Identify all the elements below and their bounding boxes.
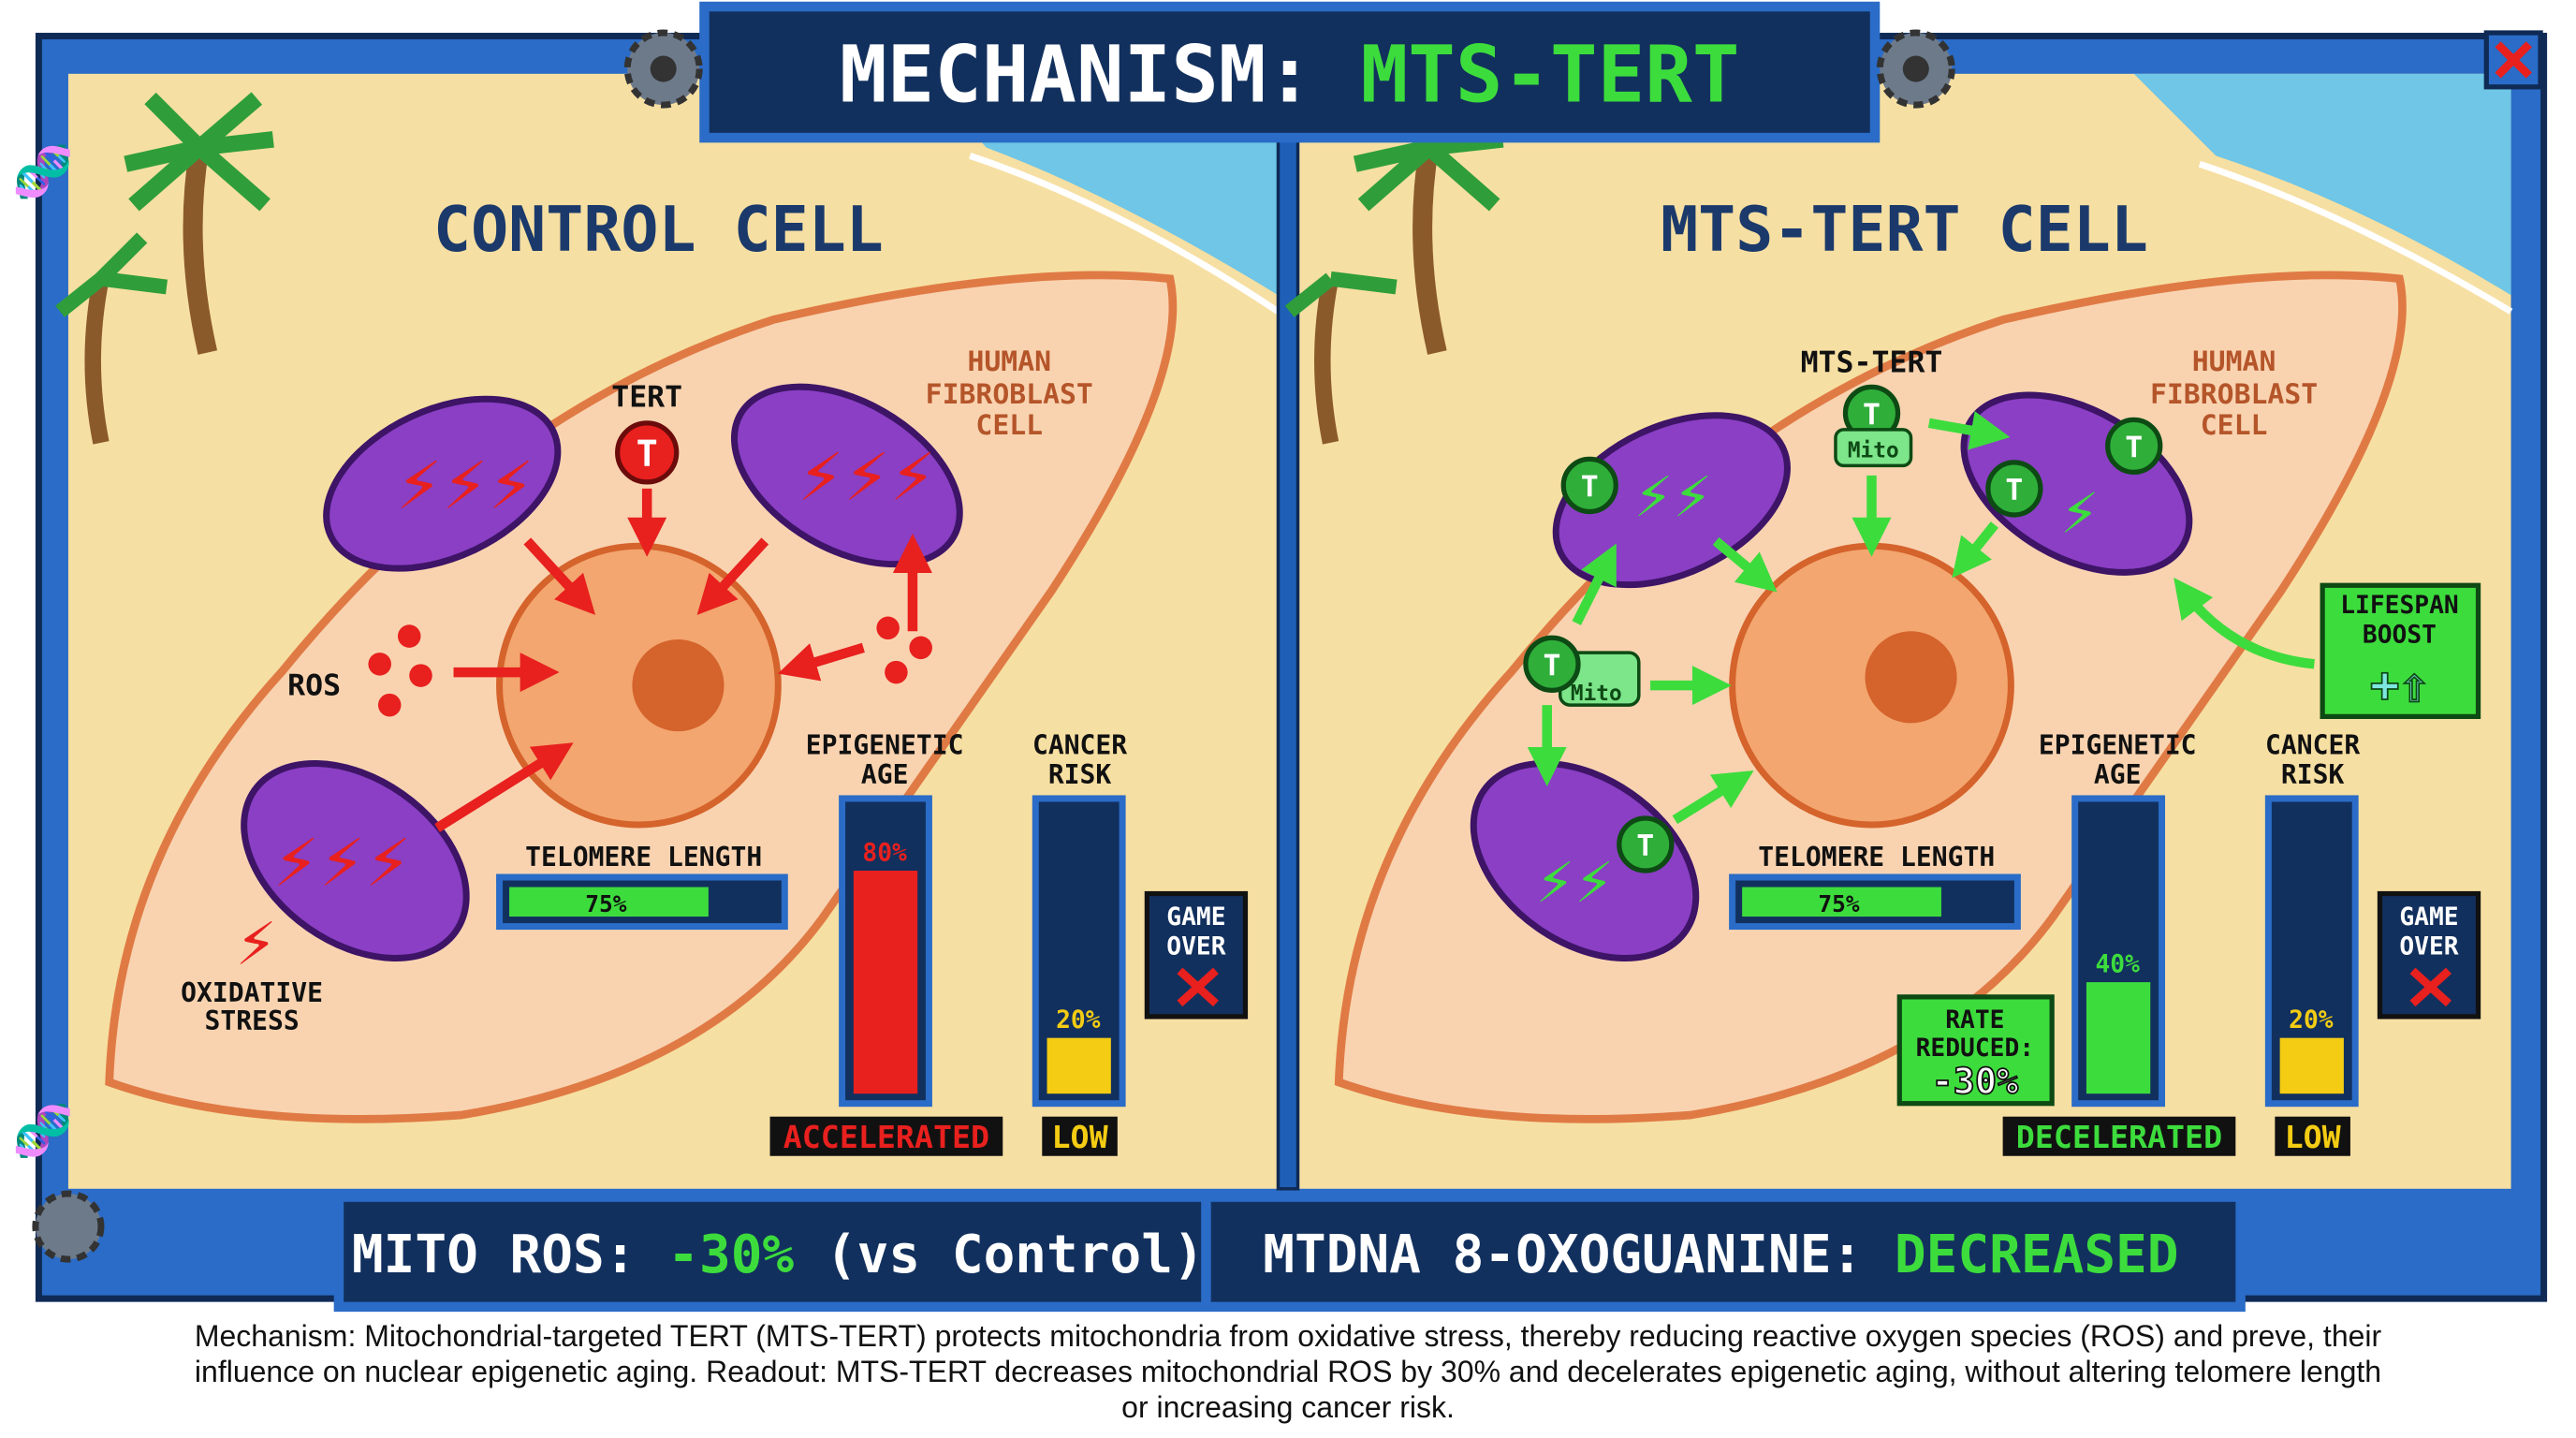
tert-badge-icons: T T T T T Mito Mito T: [1523, 384, 2163, 873]
oxoguanine-readout: MTDNA 8-OXOGUANINE: DECREASED: [1263, 1225, 2178, 1285]
nucleus: [496, 542, 782, 829]
palm-tree-icon: [55, 92, 274, 445]
close-icon[interactable]: [2483, 30, 2543, 90]
tert-badge: [615, 420, 680, 485]
epigenetic-label: EPIGENETIC: [2039, 730, 2197, 761]
epigenetic-label: AGE: [2094, 759, 2142, 790]
title-banner: [699, 1, 1881, 143]
panel-title: MTS-TERT CELL: [1661, 193, 2148, 266]
game-over-label: OVER: [1166, 932, 1225, 961]
cancer-label: RISK: [1048, 759, 1112, 790]
svg-text:T: T: [1543, 650, 1560, 683]
x-icon: [1177, 967, 1219, 1007]
gear-icon: [1876, 29, 1955, 109]
svg-text:Mito: Mito: [1571, 682, 1622, 706]
dna-icon: 🧬: [12, 1101, 73, 1161]
tert-arrows: [1527, 411, 2315, 825]
game-over-label: OVER: [2399, 932, 2458, 961]
svg-text:T: T: [2005, 474, 2023, 507]
mitochondrion-protected: ⚡⚡: [1552, 412, 1791, 589]
mitochondrion-protected: ⚡⚡: [1470, 759, 1700, 962]
epigenetic-label: EPIGENETIC: [806, 730, 964, 761]
cancer-label: RISK: [2281, 759, 2345, 790]
epigenetic-status: DECELERATED: [2016, 1119, 2222, 1155]
rate-reduced-box: [1896, 994, 2055, 1107]
game-over-label: GAME: [1166, 903, 1225, 932]
epigenetic-label: AGE: [861, 759, 909, 790]
telomere-label: TELOMERE LENGTH: [1758, 842, 1995, 873]
status-badge: [1042, 1116, 1118, 1156]
status-badge: [769, 1116, 1003, 1156]
nucleus: [1729, 542, 2014, 829]
svg-text:⚡⚡⚡: ⚡⚡⚡: [273, 825, 412, 902]
game-over-box: [2377, 890, 2481, 1020]
ros-arrows: [434, 488, 932, 832]
epigenetic-age-value: 80%: [862, 839, 907, 867]
ros-particles: [368, 616, 932, 717]
panel-title: CONTROL CELL: [433, 193, 884, 266]
telomere-label: TELOMERE LENGTH: [525, 842, 762, 873]
status-badge: [2002, 1116, 2236, 1156]
cancer-risk-fill: [1046, 1037, 1111, 1094]
svg-text:T: T: [1581, 471, 1599, 505]
cancer-risk-value: 20%: [1056, 1006, 1101, 1034]
lifespan-boost-box: [2320, 582, 2481, 719]
page-title: MECHANISM: MTS-TERT: [840, 29, 1739, 121]
readout-bar: MITO ROS: -30% (vs Control) MTDNA 8-OXOG…: [333, 1192, 2246, 1313]
svg-text:⚡⚡⚡: ⚡⚡⚡: [798, 439, 936, 516]
telomere-value: 75%: [585, 890, 627, 917]
cancer-label: CANCER: [1032, 730, 1127, 761]
gear-icon: [623, 29, 703, 109]
ros-label: ROS: [287, 669, 341, 703]
status-badge: [2275, 1116, 2350, 1156]
mitochondrion-damaged: ⚡⚡⚡: [730, 383, 963, 568]
gear-icon: [32, 1190, 105, 1263]
svg-text:⚡⚡: ⚡⚡: [1535, 851, 1614, 916]
cancer-status: LOW: [1052, 1119, 1109, 1155]
epigenetic-age-fill: [853, 871, 918, 1094]
svg-text:T: T: [1636, 829, 1654, 863]
svg-text:T: T: [2125, 432, 2143, 465]
plus-up-icon: +⇧: [2370, 657, 2429, 714]
telomere-bar-fill: [1742, 887, 1941, 917]
tert-label: TERT: [611, 380, 682, 414]
epigenetic-status: ACCELERATED: [783, 1119, 989, 1155]
oxidative-stress-icon: ⚡: [236, 909, 277, 978]
epigenetic-age-value: 40%: [2095, 951, 2140, 979]
telomere-value: 75%: [1818, 890, 1860, 917]
game-over-box: [1144, 890, 1249, 1020]
svg-text:⚡⚡: ⚡⚡: [1634, 466, 1713, 531]
mito-ros-readout: MITO ROS: -30% (vs Control): [352, 1225, 1205, 1285]
mitochondrion-damaged: ⚡⚡⚡: [323, 395, 562, 572]
mts-tert-label: MTS-TERT: [1801, 346, 1943, 380]
svg-text:Mito: Mito: [1848, 439, 1899, 463]
epigenetic-age-fill: [2086, 982, 2151, 1094]
svg-text:T: T: [1863, 399, 1881, 433]
panel-divider: [1276, 72, 1300, 1191]
dna-icon: 🧬: [12, 141, 73, 201]
mitochondrion-damaged: ⚡⚡⚡: [241, 759, 470, 962]
telomere-bar-fill: [509, 887, 709, 917]
rate-reduced-value: -30%: [1931, 1061, 2018, 1103]
cancer-label: CANCER: [2265, 730, 2360, 761]
svg-text:⚡⚡⚡: ⚡⚡⚡: [396, 448, 534, 524]
caption: Mechanism: Mitochondrial-targeted TERT (…: [194, 1319, 2382, 1424]
cancer-risk-fill: [2279, 1037, 2344, 1094]
cancer-risk-value: 20%: [2289, 1006, 2334, 1034]
tert-icon: T: [637, 433, 658, 475]
cancer-status: LOW: [2285, 1119, 2342, 1155]
x-icon: [2409, 967, 2452, 1007]
svg-text:⚡: ⚡: [2060, 482, 2100, 547]
game-over-label: GAME: [2399, 903, 2458, 932]
